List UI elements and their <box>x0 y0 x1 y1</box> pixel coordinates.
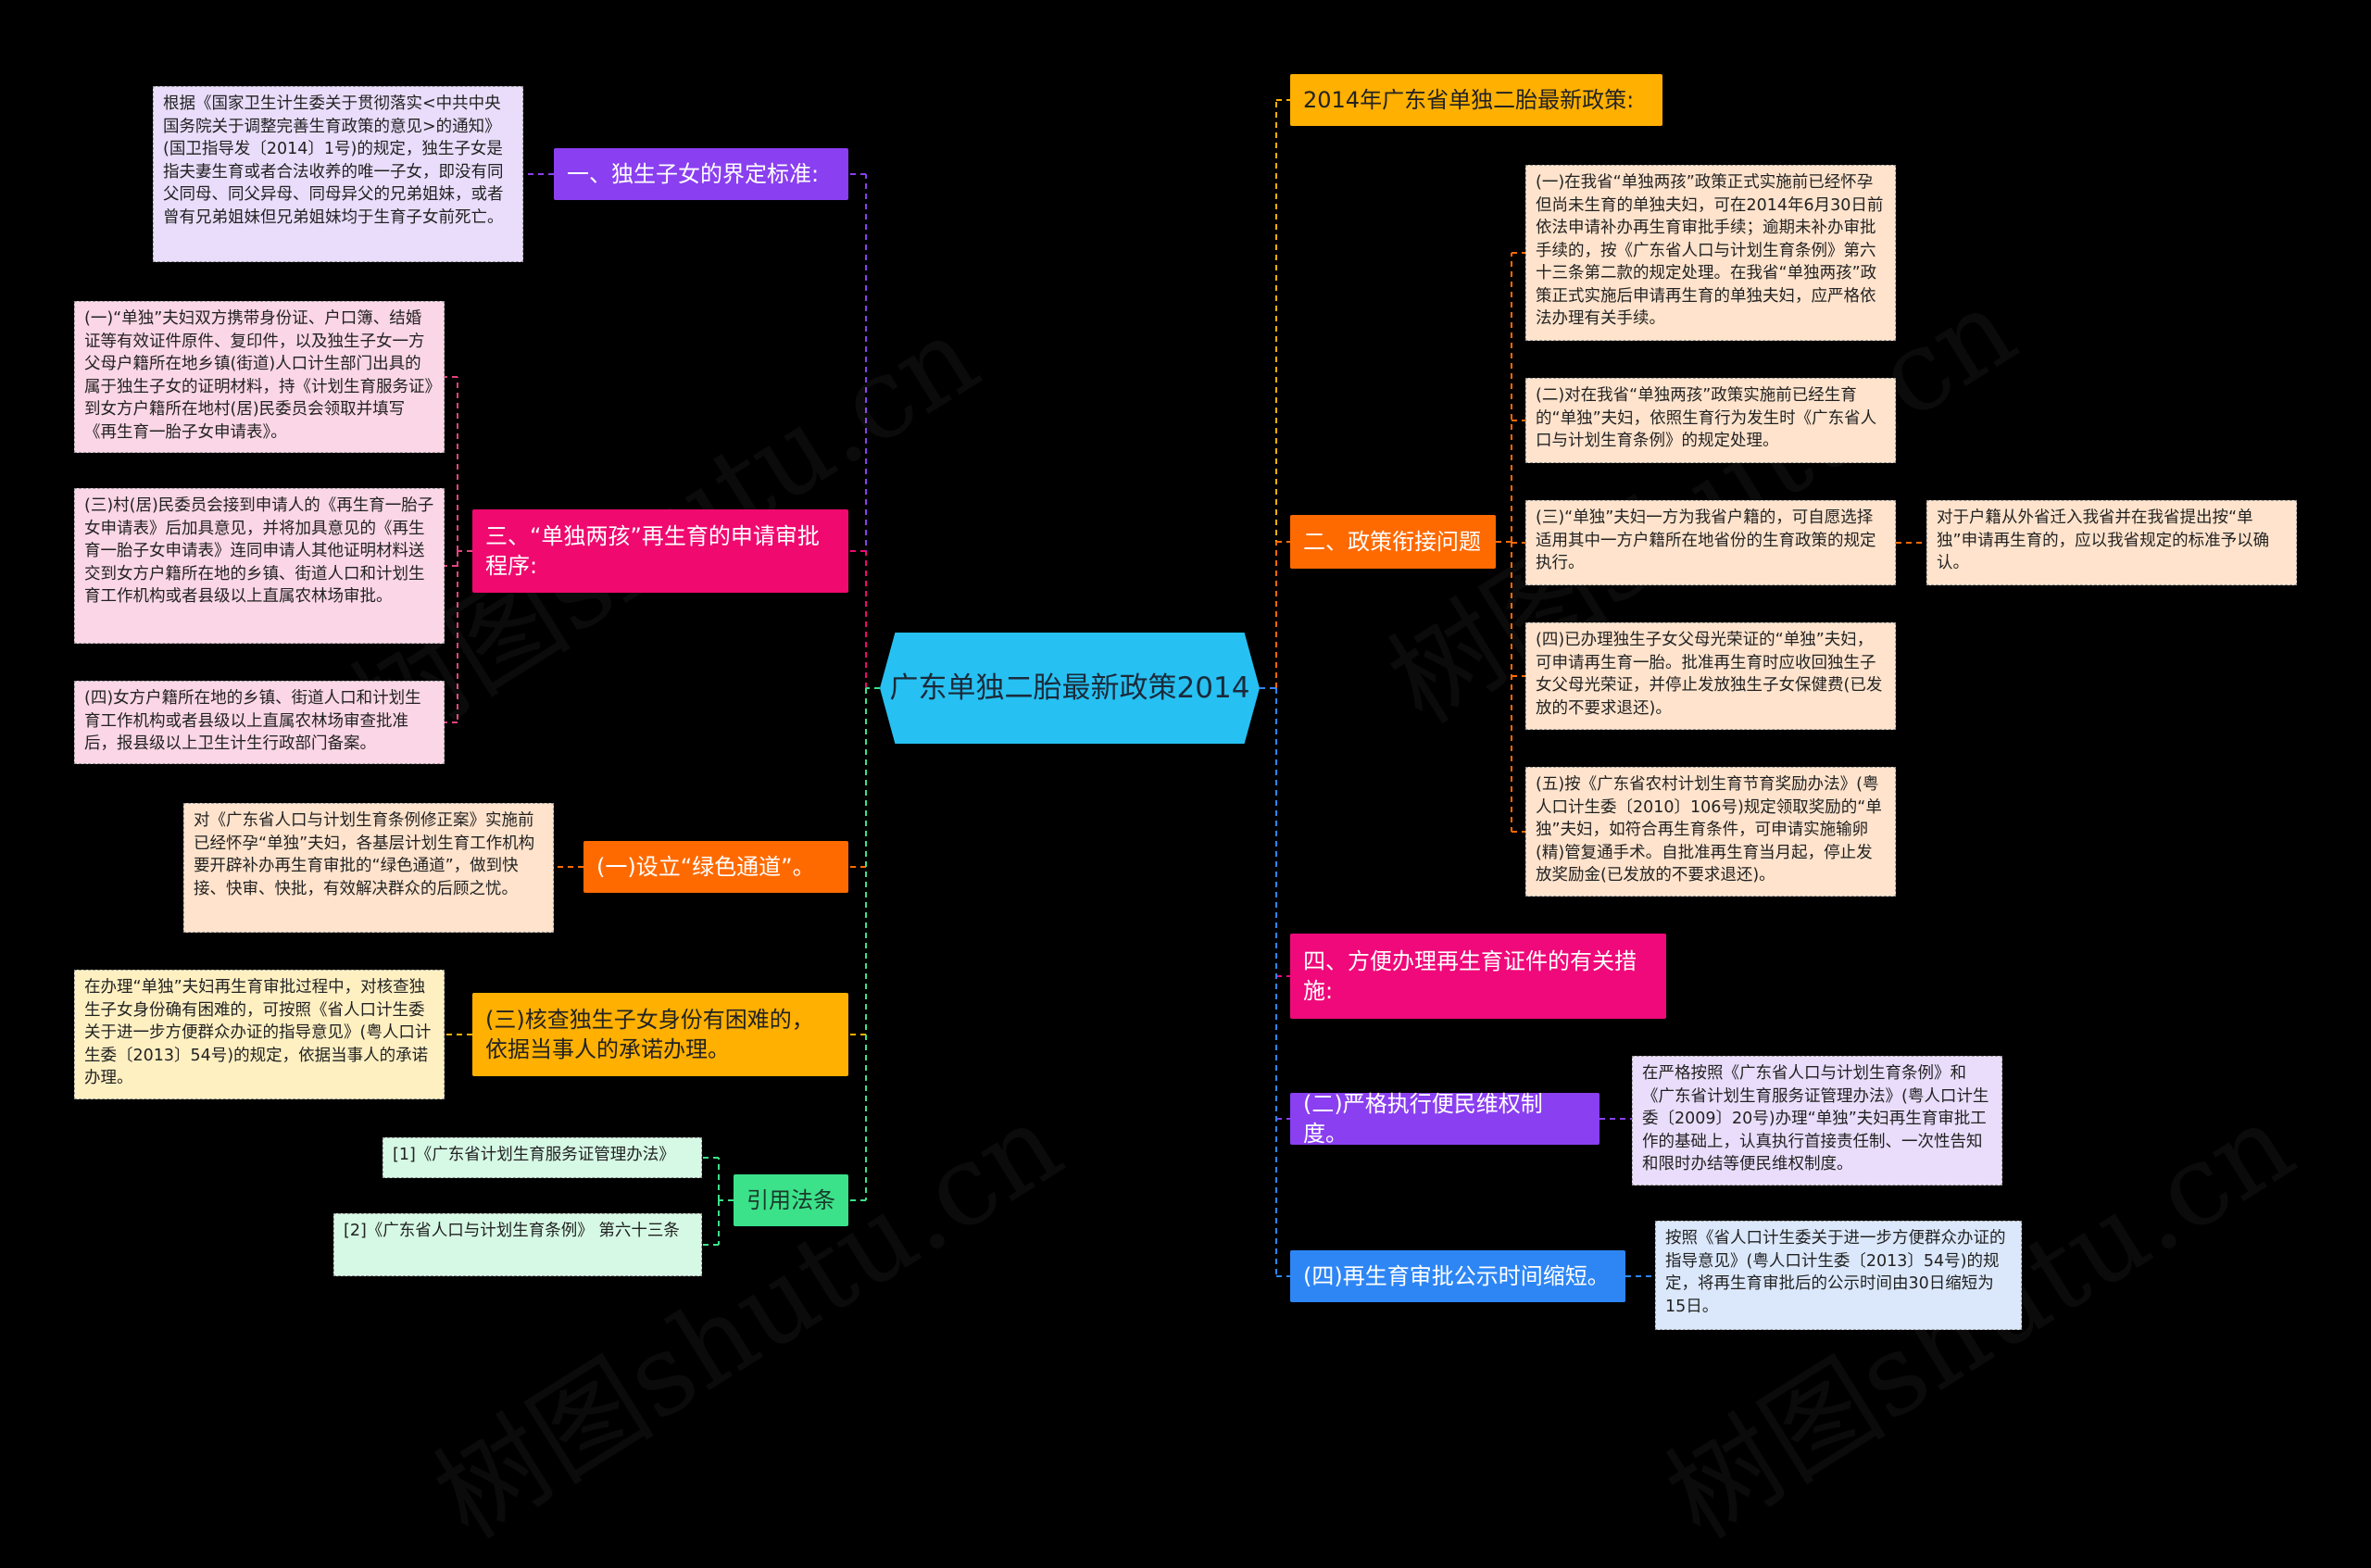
leaf-law-2[interactable]: [2]《广东省人口与计划生育条例》 第六十三条 <box>333 1213 702 1276</box>
leaf-procedure-3[interactable]: (三)村(居)民委员会接到申请人的《再生育一胎子女申请表》后加具意见，并将加具意… <box>74 488 445 644</box>
leaf-transition-1[interactable]: (一)在我省“单独两孩”政策正式实施前已经怀孕但尚未生育的单独夫妇，可在2014… <box>1525 165 1896 341</box>
leaf-transition-4[interactable]: (四)已办理独生子女父母光荣证的“单独”夫妇，可申请再生育一胎。批准再生育时应收… <box>1525 622 1896 730</box>
leaf-text: (三)“单独”夫妇一方为我省户籍的，可自愿选择适用其中一方户籍所在地省份的生育政… <box>1536 508 1876 572</box>
branch-transition[interactable]: 二、政策衔接问题 <box>1290 515 1496 569</box>
branch-strict[interactable]: (二)严格执行便民维权制度。 <box>1290 1091 1599 1147</box>
leaf-text: (四)女方户籍所在地的乡镇、街道人口和计划生育工作机构或者县级以上直属农林场审查… <box>84 689 421 753</box>
leaf-strict-text[interactable]: 在严格按照《广东省人口与计划生育条例》和《广东省计划生育服务证管理办法》(粤人口… <box>1632 1056 2002 1185</box>
branch-label: 三、“单独两孩”再生育的申请审批程序: <box>485 523 820 579</box>
leaf-definition-text[interactable]: 根据《国家卫生计生委关于贯彻落实<中共中央国务院关于调整完善生育政策的意见>的通… <box>153 86 523 262</box>
leaf-text: (二)对在我省“单独两孩”政策实施前已经生育的“单独”夫妇，依照生育行为发生时《… <box>1536 386 1877 450</box>
leaf-text: (三)村(居)民委员会接到申请人的《再生育一胎子女申请表》后加具意见，并将加具意… <box>84 496 434 606</box>
branch-label: 二、政策衔接问题 <box>1303 529 1481 555</box>
leaf-publicity-text[interactable]: 按照《省人口计生委关于进一步方便群众办证的指导意见》(粤人口计生委〔2013〕5… <box>1655 1221 2022 1330</box>
leaf-text: (四)已办理独生子女父母光荣证的“单独”夫妇，可申请再生育一胎。批准再生育时应收… <box>1536 631 1883 718</box>
branch-procedure[interactable]: 三、“单独两孩”再生育的申请审批程序: <box>472 509 848 593</box>
leaf-procedure-4[interactable]: (四)女方户籍所在地的乡镇、街道人口和计划生育工作机构或者县级以上直属农林场审查… <box>74 681 445 764</box>
leaf-transition-3[interactable]: (三)“单独”夫妇一方为我省户籍的，可自愿选择适用其中一方户籍所在地省份的生育政… <box>1525 500 1896 585</box>
branch-label: (三)核查独生子女身份有困难的，依据当事人的承诺办理。 <box>485 1007 814 1062</box>
branch-label: 2014年广东省单独二胎最新政策: <box>1303 87 1635 113</box>
leaf-verify-text[interactable]: 在办理“单独”夫妇再生育审批过程中，对核查独生子女身份确有困难的，可按照《省人口… <box>74 970 445 1099</box>
branch-policy[interactable]: 2014年广东省单独二胎最新政策: <box>1290 74 1662 126</box>
leaf-text: 根据《国家卫生计生委关于贯彻落实<中共中央国务院关于调整完善生育政策的意见>的通… <box>163 94 504 227</box>
branch-label: (四)再生育审批公示时间缩短。 <box>1303 1263 1610 1289</box>
leaf-text: (一)在我省“单独两孩”政策正式实施前已经怀孕但尚未生育的单独夫妇，可在2014… <box>1536 173 1884 328</box>
leaf-law-1[interactable]: [1]《广东省计划生育服务证管理办法》 <box>383 1137 702 1178</box>
leaf-text: [1]《广东省计划生育服务证管理办法》 <box>393 1146 675 1164</box>
leaf-text: (一)“单独”夫妇双方携带身份证、户口簿、结婚证等有效证件原件、复印件，以及独生… <box>84 309 433 442</box>
branch-convenience[interactable]: 四、方便办理再生育证件的有关措施: <box>1290 934 1666 1019</box>
branch-green-channel[interactable]: (一)设立“绿色通道”。 <box>583 841 848 893</box>
root-topic[interactable]: 广东单独二胎最新政策2014 <box>880 633 1260 744</box>
root-title: 广东单独二胎最新政策2014 <box>889 671 1250 705</box>
leaf-green-channel-text[interactable]: 对《广东省人口与计划生育条例修正案》实施前已经怀孕“单独”夫妇，各基层计划生育工… <box>183 803 554 933</box>
leaf-text: (五)按《广东省农村计划生育节育奖励办法》(粤人口计生委〔2010〕106号)规… <box>1536 775 1882 884</box>
mind-map-canvas: 树图shutu.cn 树图shutu.cn 树图shutu.cn 树图shutu… <box>74 74 2315 1563</box>
branch-verify[interactable]: (三)核查独生子女身份有困难的，依据当事人的承诺办理。 <box>472 993 848 1076</box>
branch-label: (二)严格执行便民维权制度。 <box>1303 1091 1543 1147</box>
leaf-text: 对《广东省人口与计划生育条例修正案》实施前已经怀孕“单独”夫妇，各基层计划生育工… <box>194 811 535 898</box>
leaf-text: 在办理“单独”夫妇再生育审批过程中，对核查独生子女身份确有困难的，可按照《省人口… <box>84 978 432 1087</box>
leaf-text: [2]《广东省人口与计划生育条例》 第六十三条 <box>344 1222 680 1240</box>
branch-label: (一)设立“绿色通道”。 <box>596 854 815 880</box>
leaf-text: 在严格按照《广东省人口与计划生育条例》和《广东省计划生育服务证管理办法》(粤人口… <box>1642 1064 1989 1173</box>
branch-laws[interactable]: 引用法条 <box>734 1174 848 1226</box>
branch-label: 一、独生子女的界定标准: <box>567 161 820 187</box>
leaf-text: 对于户籍从外省迁入我省并在我省提出按“单独”申请再生育的，应以我省规定的标准予以… <box>1937 508 2270 572</box>
leaf-transition-3-extra[interactable]: 对于户籍从外省迁入我省并在我省提出按“单独”申请再生育的，应以我省规定的标准予以… <box>1926 500 2297 585</box>
leaf-text: 按照《省人口计生委关于进一步方便群众办证的指导意见》(粤人口计生委〔2013〕5… <box>1665 1229 2006 1316</box>
leaf-procedure-1[interactable]: (一)“单独”夫妇双方携带身份证、户口簿、结婚证等有效证件原件、复印件，以及独生… <box>74 301 445 453</box>
branch-definition[interactable]: 一、独生子女的界定标准: <box>554 148 848 200</box>
connector-lines <box>445 99 1926 1277</box>
leaf-transition-2[interactable]: (二)对在我省“单独两孩”政策实施前已经生育的“单独”夫妇，依照生育行为发生时《… <box>1525 378 1896 463</box>
branch-publicity[interactable]: (四)再生育审批公示时间缩短。 <box>1290 1250 1625 1302</box>
leaf-transition-5[interactable]: (五)按《广东省农村计划生育节育奖励办法》(粤人口计生委〔2010〕106号)规… <box>1525 767 1896 897</box>
branch-label: 四、方便办理再生育证件的有关措施: <box>1303 948 1637 1004</box>
branch-label: 引用法条 <box>746 1187 835 1213</box>
